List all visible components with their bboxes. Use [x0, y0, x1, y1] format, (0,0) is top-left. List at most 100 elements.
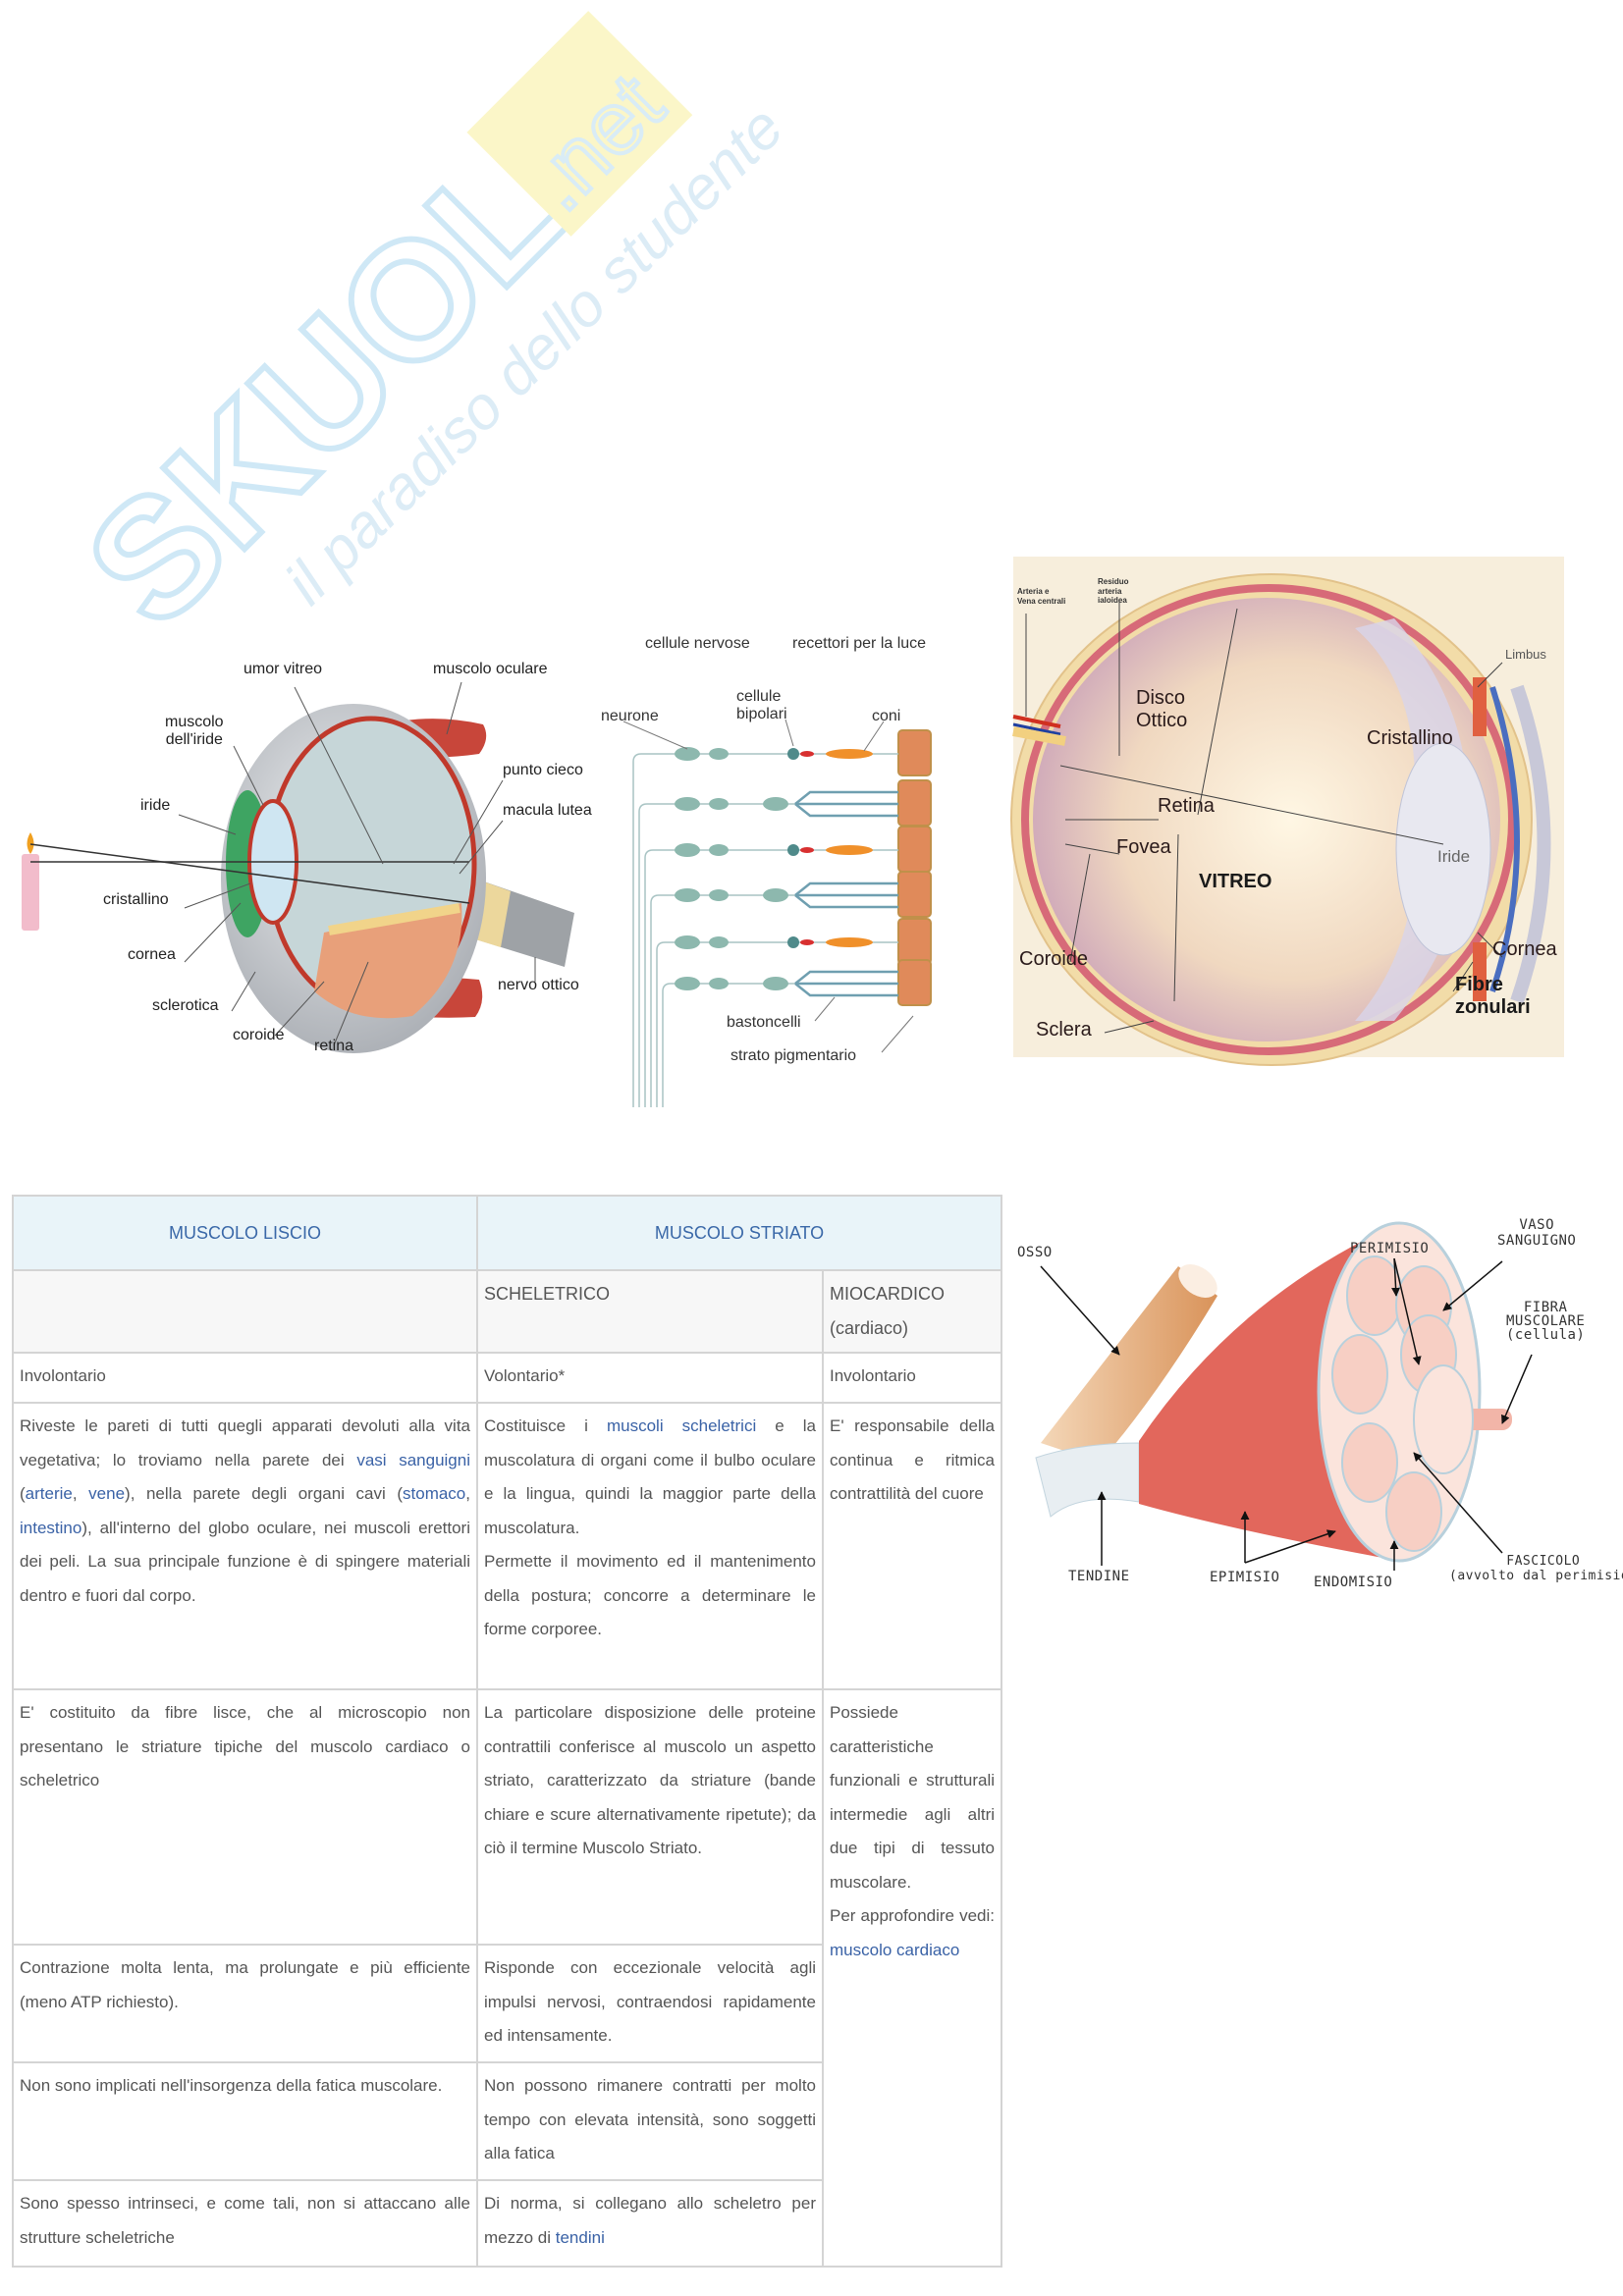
wiki-link[interactable]: muscolo cardiaco [830, 1940, 960, 1959]
wiki-link[interactable]: tendini [555, 2227, 605, 2247]
wiki-link[interactable]: vene [88, 1484, 126, 1503]
ganglion-cell [709, 936, 729, 948]
cone-cell [826, 749, 873, 759]
cell-paragraph: Permette il movimento ed il mantenimento… [484, 1545, 816, 1647]
label-fascicolo: FASCICOLO(avvolto dal perimisio) [1449, 1554, 1623, 1584]
ganglion-cell [709, 978, 729, 989]
cell-text: Involontario [830, 1366, 916, 1385]
cell-liscio: Riveste le pareti di tutti quegli appara… [12, 1402, 478, 1690]
cell-text: Costituisce i [484, 1416, 607, 1435]
cell-liscio: Non sono implicati nell'insorgenza della… [12, 2061, 478, 2181]
label-neurone: neurone [601, 708, 659, 724]
cone-cell [826, 937, 873, 947]
ganglion-cell [675, 797, 700, 811]
rod-cell [794, 894, 898, 909]
cell-liscio: Sono spesso intrinseci, e come tali, non… [12, 2179, 478, 2268]
cell-paragraph: Involontario [830, 1360, 995, 1394]
muscle-comparison-table: MUSCOLO LISCIO MUSCOLO STRIATO SCHELETRI… [12, 1195, 1003, 2268]
cell-text: Possiede caratteristiche funzionali e st… [830, 1703, 996, 1892]
cell-text: Riveste le pareti di tutti quegli appara… [20, 1416, 470, 1469]
cell-paragraph: Di norma, si collegano allo scheletro pe… [484, 2187, 816, 2255]
pigment-cell [897, 871, 932, 918]
label-punto-cieco: punto cieco [503, 762, 583, 778]
label-strato-pigmentario: strato pigmentario [730, 1047, 857, 1064]
header-muscolo-striato: MUSCOLO STRIATO [475, 1195, 1003, 1271]
wiki-link[interactable]: stomaco [403, 1484, 466, 1503]
cell-paragraph: Riveste le pareti di tutti quegli appara… [20, 1410, 470, 1613]
ganglion-cell [709, 748, 729, 760]
ganglion-cell [675, 888, 700, 902]
fascicle [1385, 1471, 1442, 1552]
label-iride: Iride [1437, 847, 1471, 866]
table-row: E' costituito da fibre lisce, che al mic… [12, 1688, 1003, 2268]
wiki-link[interactable]: arterie [25, 1484, 73, 1503]
rod-cell [794, 970, 898, 985]
cornea-arc [1489, 686, 1520, 992]
wiki-link[interactable]: intestino [20, 1518, 82, 1537]
skuola-watermark: SKUOLA .net il paradiso dello studente [49, 11, 785, 665]
table-row: Contrazione molta lenta, ma prolungate e… [12, 1944, 1001, 2063]
label-bastoncelli: bastoncelli [727, 1014, 801, 1031]
label-endomisio: ENDOMISIO [1314, 1575, 1393, 1590]
table-row: Non sono implicati nell'insorgenza della… [12, 2061, 1001, 2181]
cell-scheletrico: Costituisce i muscoli scheletrici e la m… [476, 1402, 824, 1690]
subheader-miocardico: MIOCARDICO (cardiaco) [821, 1269, 1003, 1354]
label-recettori: recettori per la luce [792, 635, 927, 652]
cell-text: ), all'interno del globo oculare, nei mu… [20, 1518, 470, 1605]
label-coroide: Coroide [1019, 948, 1089, 970]
label-line: muscolo [165, 714, 224, 730]
ganglion-cell [675, 747, 700, 761]
label-line: zonulari [1455, 996, 1531, 1018]
cell-text: , [465, 1484, 470, 1503]
label-vitreo: VITREO [1199, 871, 1272, 892]
nerve-fiber [650, 894, 898, 1107]
cell-scheletrico: Risponde con eccezionale velocità agli i… [476, 1944, 824, 2063]
cell-paragraph: La particolare disposizione delle protei… [484, 1696, 816, 1866]
cell-paragraph: Possiede caratteristiche funzionali e st… [830, 1696, 995, 1899]
label-fovea: Fovea [1116, 836, 1171, 858]
cell-text: ), nella parete degli organi cavi ( [125, 1484, 404, 1503]
pigment-cell [897, 729, 932, 776]
label-line: (avvolto dal perimisio) [1449, 1568, 1623, 1583]
cell-text: Di norma, si collegano allo scheletro pe… [484, 2194, 816, 2247]
cell-paragraph: Contrazione molta lenta, ma prolungate e… [20, 1951, 470, 2019]
label-cristallino: Cristallino [1367, 727, 1453, 749]
ganglion-cell [709, 798, 729, 810]
cell-miocardico: Possiede caratteristiche funzionali e st… [821, 1688, 1003, 2268]
cell-text: E' costituito da fibre lisce, che al mic… [20, 1703, 470, 1789]
cell-scheletrico: Volontario* [476, 1352, 824, 1404]
ganglion-cell [675, 843, 700, 857]
cell-paragraph: E' responsabile della continua e ritmica… [830, 1410, 995, 1512]
label-cristallino: cristallino [103, 891, 169, 908]
cell-paragraph: Costituisce i muscoli scheletrici e la m… [484, 1410, 816, 1545]
label-arteria-vena: Arteria e Vena centrali [1017, 587, 1066, 606]
label-limbus: Limbus [1505, 647, 1546, 662]
label-retina: retina [314, 1038, 354, 1054]
table-row: Involontario Volontario* Involontario [12, 1352, 1003, 1404]
cell-miocardico: E' responsabile della continua e ritmica… [821, 1402, 1003, 1690]
subheader-empty [12, 1269, 478, 1354]
label-retina: Retina [1158, 795, 1215, 817]
cell-scheletrico: Non possono rimanere contratti per molto… [476, 2061, 824, 2181]
ganglion-cell [709, 844, 729, 856]
ganglion-cell [675, 935, 700, 949]
rod-cell [794, 790, 898, 805]
label-line: Fibre [1455, 974, 1503, 995]
cell-paragraph: Risponde con eccezionale velocità agli i… [484, 1951, 816, 2054]
label-residuo-arteria: Residuo arteria ialoidea [1098, 577, 1129, 606]
nerve-fiber [644, 849, 898, 1107]
label-umor-vitreo: umor vitreo [243, 661, 323, 677]
retina-diagram [622, 719, 932, 1107]
cell-scheletrico: Di norma, si collegano allo scheletro pe… [476, 2179, 824, 2268]
cell-text: Non possono rimanere contratti per molto… [484, 2076, 816, 2163]
table-row: Sono spesso intrinseci, e come tali, non… [12, 2179, 1001, 2268]
cell-text: Risponde con eccezionale velocità agli i… [484, 1958, 816, 2045]
label-line: Disco [1136, 687, 1186, 709]
wiki-link[interactable]: vasi sanguigni [356, 1450, 470, 1469]
label-line: SANGUIGNO [1497, 1233, 1577, 1250]
wiki-link[interactable]: muscoli scheletrici [606, 1416, 757, 1435]
fascicle [1341, 1422, 1398, 1503]
